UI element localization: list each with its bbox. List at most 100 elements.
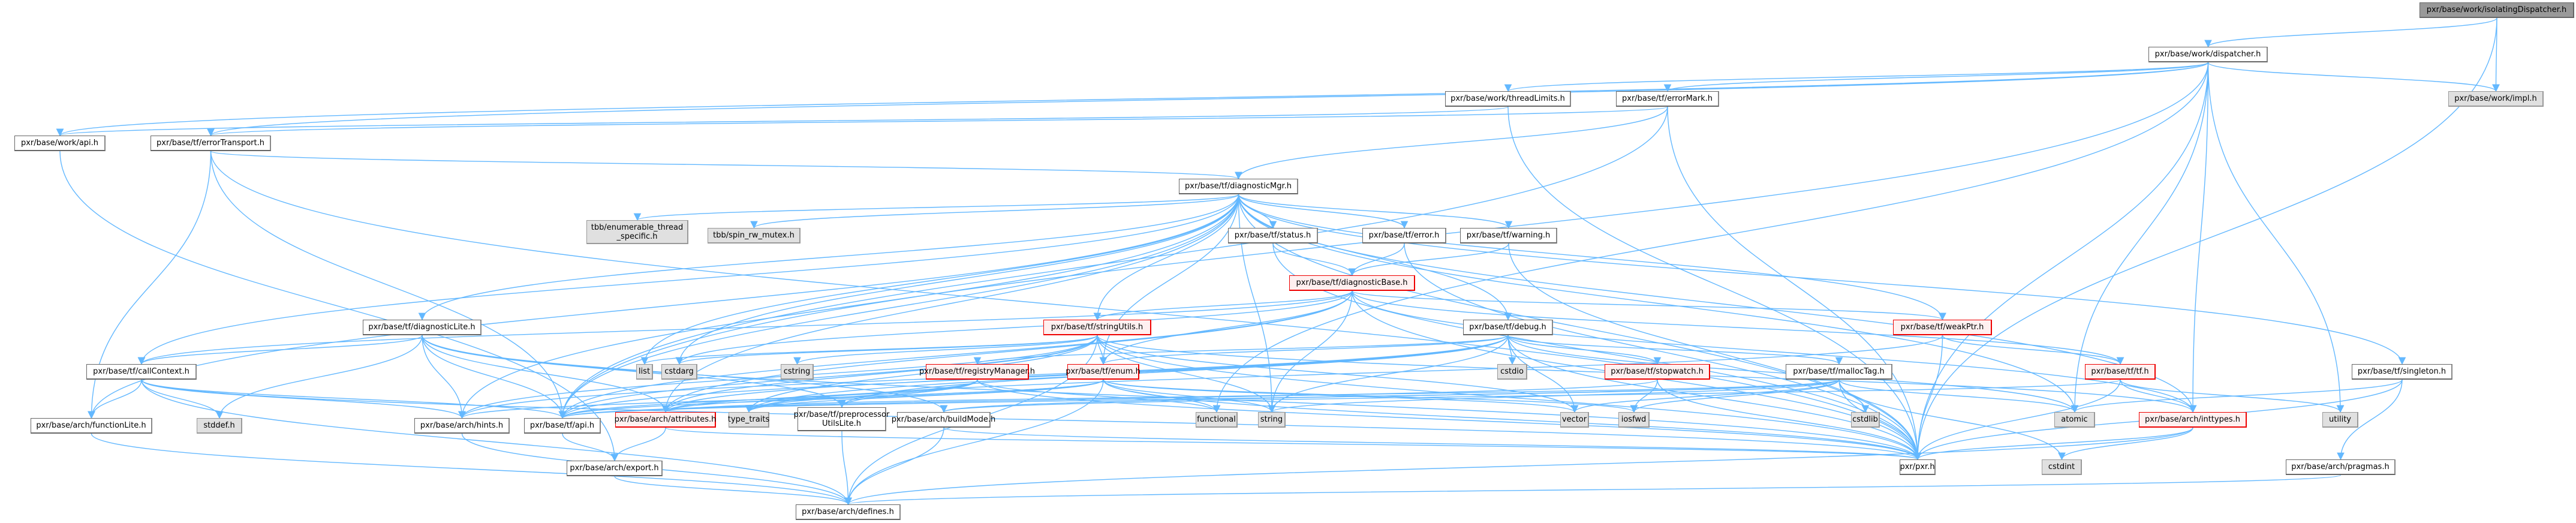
node-vector[interactable]: vector: [1560, 412, 1589, 428]
node-dispatcher[interactable]: pxr/base/work/dispatcher.h: [2148, 47, 2268, 62]
edge-singleton-to-atomic: [2071, 379, 2403, 413]
edge-isolatingDispatcher-to-impl: [2492, 17, 2500, 92]
node-attributes[interactable]: pxr/base/arch/attributes.h: [615, 412, 716, 428]
node-type-traits[interactable]: type_traits: [728, 412, 769, 428]
node-work-impl[interactable]: pxr/base/work/impl.h: [2448, 91, 2544, 107]
edge-diagnosticMgr-to-list: [640, 194, 1239, 365]
node-cstdint[interactable]: cstdint: [2042, 459, 2082, 475]
edge-stopwatch-to-tfApi: [559, 379, 1658, 419]
node-error[interactable]: pxr/base/tf/error.h: [1362, 228, 1446, 244]
node-preprocessor-utils-lite[interactable]: pxr/base/tf/preprocessor UtilsLite.h: [794, 407, 889, 431]
node-list[interactable]: list: [636, 364, 653, 380]
node-function-lite[interactable]: pxr/base/arch/functionLite.h: [31, 418, 152, 434]
edge-diagnosticMgr-to-stringUtils: [1093, 194, 1239, 321]
node-enum[interactable]: pxr/base/tf/enum.h: [1066, 364, 1140, 380]
node-cstdlib[interactable]: cstdlib: [1851, 412, 1880, 428]
edge-enum-to-pxr: [1103, 379, 1922, 461]
node-malloc-tag[interactable]: pxr/base/tf/mallocTag.h: [1786, 364, 1892, 380]
node-error-transport[interactable]: pxr/base/tf/errorTransport.h: [151, 136, 271, 151]
edge-dispatcher-to-errorMark: [1664, 62, 2209, 92]
node-stddef[interactable]: stddef.h: [197, 418, 242, 434]
edge-callContext-to-tfApi: [141, 379, 567, 419]
edge-stringUtils-to-hints: [458, 335, 1098, 419]
node-call-context[interactable]: pxr/base/tf/callContext.h: [86, 364, 197, 380]
edge-weakPtr-to-typeTraits: [745, 335, 1943, 413]
edge-error-to-diagnosticBase: [1348, 243, 1405, 276]
node-tbb-enumerable-thread-specific[interactable]: tbb/enumerable_thread _specific.h: [586, 220, 688, 244]
node-singleton[interactable]: pxr/base/tf/singleton.h: [2352, 364, 2452, 380]
node-weak-ptr[interactable]: pxr/base/tf/weakPtr.h: [1893, 320, 1992, 335]
node-hints[interactable]: pxr/base/arch/hints.h: [414, 418, 510, 434]
node-cstdarg[interactable]: cstdarg: [661, 364, 697, 380]
node-cstdio[interactable]: cstdio: [1497, 364, 1527, 380]
node-isolating-dispatcher[interactable]: pxr/base/work/isolatingDispatcher.h: [2419, 2, 2574, 18]
edge-dispatcher-to-impl: [2207, 62, 2500, 92]
node-debug[interactable]: pxr/base/tf/debug.h: [1463, 320, 1553, 335]
node-pxr[interactable]: pxr/pxr.h: [1900, 459, 1936, 475]
node-tbb-spin-rw-mutex[interactable]: tbb/spin_rw_mutex.h: [708, 228, 801, 244]
edge-threadLimits-to-workApi: [56, 106, 1509, 137]
node-registry-manager[interactable]: pxr/base/tf/registryManager.h: [919, 364, 1035, 380]
edge-diagnosticBase-to-string: [1268, 290, 1353, 413]
edge-dispatcher-to-utility: [2207, 62, 2345, 413]
node-build-mode[interactable]: pxr/base/arch/buildMode.h: [892, 412, 995, 428]
edge-inttypes-to-defines: [844, 427, 2193, 506]
edge-tf-to-inttypes: [2120, 379, 2197, 413]
edge-diagnosticMgr-to-warning: [1238, 194, 1513, 229]
node-tf-api[interactable]: pxr/base/tf/api.h: [524, 418, 601, 434]
edge-mallocTag-to-buildMode: [940, 379, 1840, 413]
edge-enum-to-hints: [458, 379, 1104, 419]
edge-diagnosticMgr-to-tbbEnum: [634, 194, 1239, 221]
edge-dispatcher-to-inttypes: [2189, 62, 2209, 413]
node-tf[interactable]: pxr/base/tf/tf.h: [2085, 364, 2156, 380]
node-functional[interactable]: functional: [1196, 412, 1238, 428]
edge-functionLite-to-defines: [91, 433, 852, 506]
edge-callContext-to-functionLite: [88, 379, 142, 419]
edge-mallocTag-to-vector: [1570, 379, 1840, 413]
node-thread-limits[interactable]: pxr/base/work/threadLimits.h: [1445, 91, 1571, 107]
edge-debug-to-mallocTag: [1507, 335, 1843, 365]
edge-errorTransport-to-pxr: [210, 151, 1922, 461]
node-string-utils[interactable]: pxr/base/tf/stringUtils.h: [1043, 320, 1151, 335]
node-diagnostic-lite[interactable]: pxr/base/tf/diagnosticLite.h: [363, 320, 482, 335]
edge-buildMode-to-defines: [844, 427, 944, 506]
edge-stringUtils-to-typeTraits: [745, 335, 1098, 413]
node-defines[interactable]: pxr/base/arch/defines.h: [796, 504, 901, 520]
node-atomic[interactable]: atomic: [2054, 412, 2095, 428]
node-utility[interactable]: utility: [2322, 412, 2358, 428]
node-diagnostic-base[interactable]: pxr/base/tf/diagnosticBase.h: [1289, 275, 1415, 291]
node-stopwatch[interactable]: pxr/base/tf/stopwatch.h: [1605, 364, 1710, 380]
edge-errorMark-to-diagnosticMgr: [1235, 106, 1668, 180]
node-status[interactable]: pxr/base/tf/status.h: [1228, 228, 1318, 244]
node-pragmas[interactable]: pxr/base/arch/pragmas.h: [2286, 459, 2396, 475]
edge-tf-to-pxr: [1913, 379, 2121, 461]
node-iosfwd[interactable]: iosfwd: [1618, 412, 1650, 428]
edge-weakPtr-to-tf: [1942, 335, 2124, 365]
edge-debug-to-stopwatch: [1507, 335, 1662, 365]
node-diagnostic-mgr[interactable]: pxr/base/tf/diagnosticMgr.h: [1179, 179, 1298, 194]
edge-mallocTag-to-cstdint: [1838, 379, 2066, 461]
edge-debug-to-enum: [1100, 335, 1509, 365]
edge-diagnosticBase-to-cstdarg: [675, 290, 1353, 365]
edge-callContext-to-pxr: [141, 379, 1921, 461]
edge-diagnosticBase-to-callContext: [138, 290, 1353, 365]
edge-errorMark-to-pxr: [1667, 106, 1922, 461]
node-error-mark[interactable]: pxr/base/tf/errorMark.h: [1616, 91, 1719, 107]
edge-workApi-to-export: [59, 151, 619, 462]
node-inttypes[interactable]: pxr/base/arch/inttypes.h: [2139, 412, 2247, 428]
edge-export-to-defines: [614, 476, 852, 506]
node-export[interactable]: pxr/base/arch/export.h: [567, 461, 663, 476]
edge-attributes-to-pxr: [665, 427, 1921, 461]
node-warning[interactable]: pxr/base/tf/warning.h: [1460, 228, 1557, 244]
edge-diagnosticMgr-to-debug: [1238, 194, 1512, 321]
edge-dispatcher-to-errorTransport: [207, 62, 2209, 137]
node-work-api[interactable]: pxr/base/work/api.h: [14, 136, 106, 151]
node-string[interactable]: string: [1258, 412, 1286, 428]
edge-warning-to-diagnosticBase: [1348, 243, 1509, 276]
edge-mallocTag-to-cstdlib: [1838, 379, 1870, 413]
edge-registryManager-to-attributes: [661, 379, 978, 413]
edge-diagnosticBase-to-stringUtils: [1093, 290, 1353, 321]
node-cstring[interactable]: cstring: [781, 364, 814, 380]
edge-stringUtils-to-attributes: [661, 335, 1098, 413]
